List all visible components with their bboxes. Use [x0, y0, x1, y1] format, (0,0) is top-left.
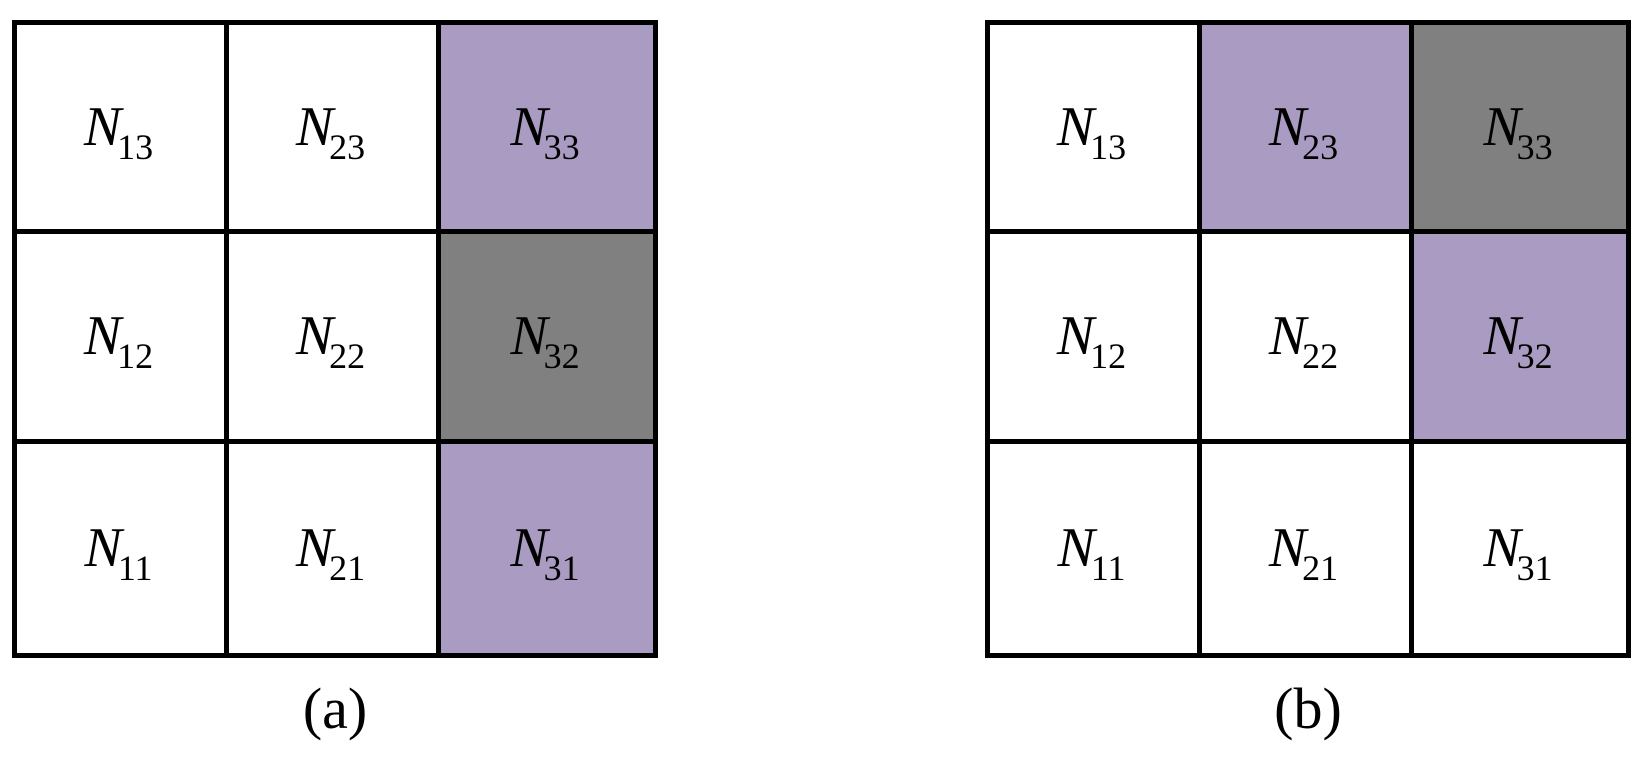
panel-b: N13 N23 N33 N12 N22 N32 N11 N21 N31 (b) — [985, 0, 1633, 761]
node-label: N23 — [1268, 96, 1339, 168]
node-label: N33 — [510, 96, 580, 168]
node-cell: N11 — [17, 443, 229, 653]
node-grid-b: N13 N23 N33 N12 N22 N32 N11 N21 N31 — [985, 20, 1631, 658]
node-cell: N32 — [441, 234, 653, 444]
node-cell: N22 — [229, 234, 441, 444]
node-label: N11 — [84, 517, 153, 589]
node-label: N13 — [83, 96, 154, 168]
node-label: N32 — [510, 305, 580, 377]
node-label: N21 — [1268, 517, 1339, 589]
panel-caption: (b) — [1274, 676, 1342, 741]
node-cell: N12 — [17, 234, 229, 444]
node-label: N22 — [1268, 305, 1339, 377]
node-cell: N12 — [990, 234, 1202, 444]
node-label: N21 — [295, 517, 366, 589]
panel-caption: (a) — [302, 676, 368, 741]
node-label: N32 — [1483, 305, 1553, 377]
node-cell: N33 — [1414, 25, 1626, 235]
node-label: N33 — [1483, 96, 1553, 168]
node-cell: N31 — [1414, 443, 1626, 653]
node-label: N31 — [1483, 517, 1553, 589]
node-label: N12 — [1056, 305, 1127, 377]
node-cell: N22 — [1202, 234, 1414, 444]
node-cell: N21 — [1202, 443, 1414, 653]
node-cell: N33 — [441, 25, 653, 235]
node-label: N22 — [295, 305, 366, 377]
node-cell: N11 — [990, 443, 1202, 653]
node-cell: N23 — [229, 25, 441, 235]
node-label: N31 — [510, 517, 580, 589]
node-cell: N13 — [990, 25, 1202, 235]
node-cell: N32 — [1414, 234, 1626, 444]
node-cell: N13 — [17, 25, 229, 235]
node-cell: N31 — [441, 443, 653, 653]
panel-a: N13 N23 N33 N12 N22 N32 N11 N21 N31 (a) — [12, 0, 664, 761]
node-cell: N21 — [229, 443, 441, 653]
node-cell: N23 — [1202, 25, 1414, 235]
node-label: N13 — [1056, 96, 1127, 168]
node-label: N11 — [1057, 517, 1126, 589]
node-label: N23 — [295, 96, 366, 168]
node-label: N12 — [83, 305, 154, 377]
node-grid-a: N13 N23 N33 N12 N22 N32 N11 N21 N31 — [12, 20, 658, 658]
